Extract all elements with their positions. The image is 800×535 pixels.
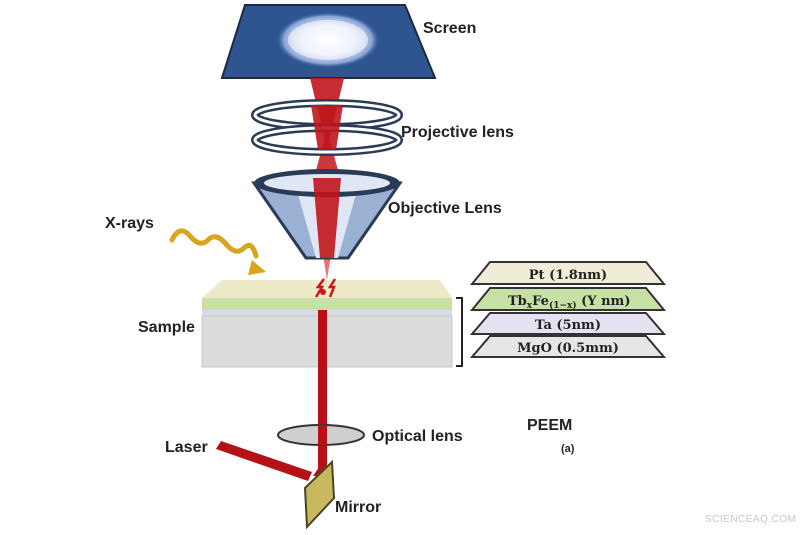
watermark: SCIENCEAQ.COM bbox=[705, 514, 797, 525]
tbfe-fe: Fe bbox=[532, 294, 549, 309]
layer-tbfe bbox=[469, 287, 667, 311]
layer-ta bbox=[469, 312, 667, 335]
tbfe-1mx: (1−x) bbox=[549, 300, 577, 311]
layer-tbfe-label: TbxFe(1−x) (Y nm) bbox=[508, 294, 630, 311]
layer-mgo-label: MgO (0.5mm) bbox=[517, 341, 619, 356]
tbfe-tb: Tb bbox=[508, 294, 527, 309]
layer-pt bbox=[469, 261, 667, 285]
projective-lens-label: Projective lens bbox=[401, 124, 514, 141]
mirror-label: Mirror bbox=[335, 499, 381, 516]
spark-center bbox=[320, 289, 326, 295]
laser-vertical-beam bbox=[318, 310, 327, 478]
tbfe-x: x bbox=[527, 301, 533, 311]
mirror bbox=[303, 459, 336, 530]
layer-mgo bbox=[469, 335, 667, 358]
xray-arrowhead bbox=[248, 260, 266, 275]
beam-through-optical-lens bbox=[318, 425, 327, 445]
optical-lens-label: Optical lens bbox=[372, 428, 463, 445]
layer-ta-label: Ta (5nm) bbox=[535, 318, 601, 333]
screen-label: Screen bbox=[423, 20, 476, 37]
objective-lens bbox=[251, 169, 403, 260]
objective-lens-label: Objective Lens bbox=[388, 200, 502, 217]
layer-stack: Pt (1.8nm) TbxFe(1−x) (Y nm) Ta (5nm) Mg… bbox=[469, 261, 667, 358]
spark-2 bbox=[327, 278, 337, 298]
spark-1 bbox=[314, 278, 325, 298]
beam-through-objective bbox=[313, 178, 341, 258]
xrays-label: X-rays bbox=[105, 215, 154, 232]
sample-label: Sample bbox=[138, 319, 195, 336]
panel-label: (a) bbox=[561, 443, 575, 455]
beam-through-projective bbox=[311, 105, 343, 150]
photoemission-spot bbox=[314, 278, 337, 298]
screen bbox=[220, 4, 437, 79]
xray-arrow bbox=[169, 228, 266, 275]
tbfe-ynm: (Y nm) bbox=[577, 294, 631, 309]
sample-top-surface bbox=[202, 280, 452, 298]
laser-label: Laser bbox=[165, 439, 208, 456]
xray-wave bbox=[169, 228, 259, 259]
layer-pt-label: Pt (1.8nm) bbox=[529, 268, 607, 283]
sample-film-layer bbox=[202, 298, 452, 310]
layer-bracket bbox=[456, 297, 463, 367]
laser-incoming-beam bbox=[216, 441, 312, 481]
screen-image-core bbox=[288, 20, 368, 60]
peem-title: PEEM bbox=[527, 417, 572, 434]
